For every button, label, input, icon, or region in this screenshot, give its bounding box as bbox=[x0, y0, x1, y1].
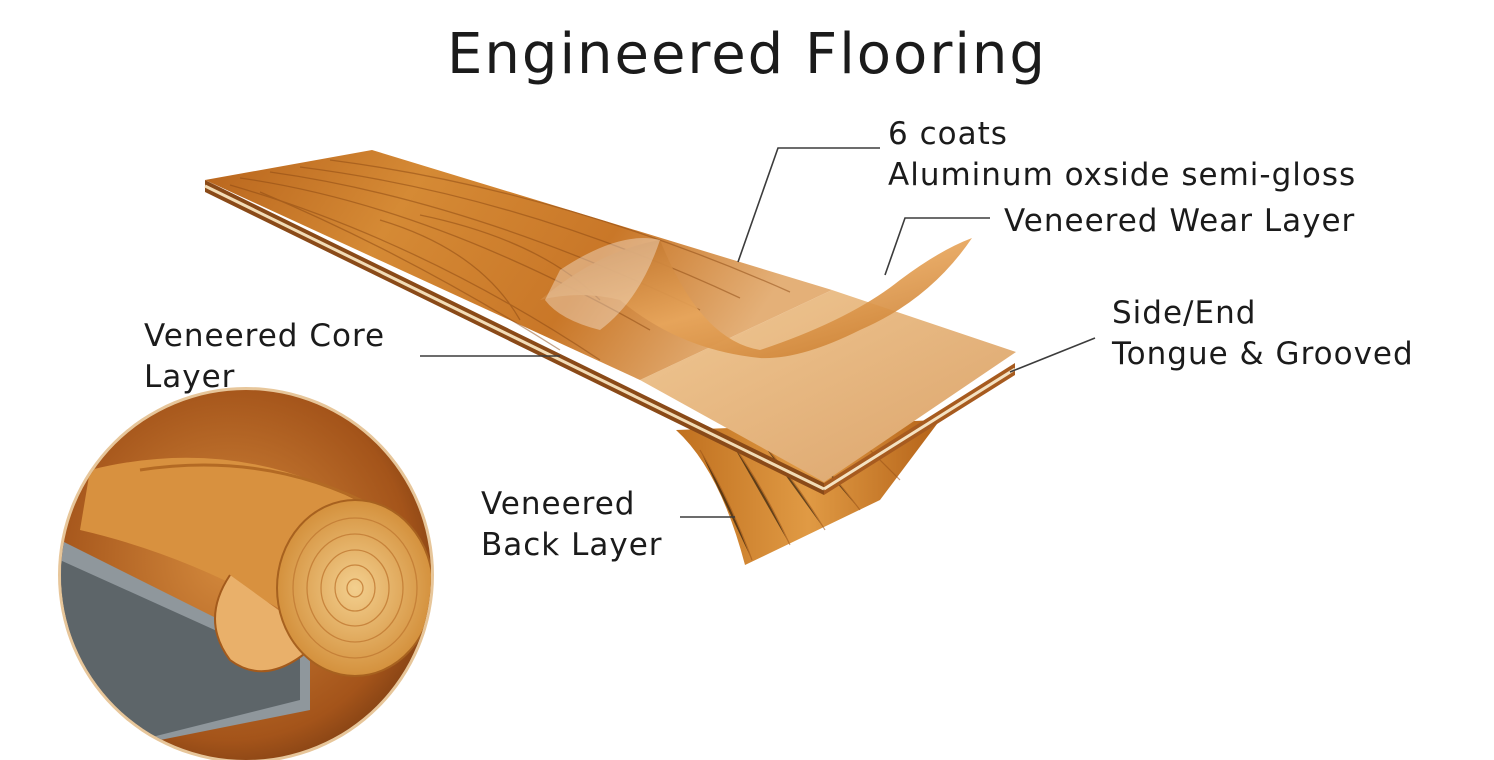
back-layer-label-line-2: Back Layer bbox=[481, 527, 663, 563]
leader-lines bbox=[420, 147, 1096, 518]
back-layer-label: Veneered Back Layer bbox=[481, 484, 663, 566]
coats-label: 6 coats Aluminum oxside semi-gloss bbox=[888, 114, 1356, 196]
coats-label-line-2: Aluminum oxside semi-gloss bbox=[888, 157, 1357, 193]
wear-layer-label-line-1: Veneered Wear Layer bbox=[1004, 203, 1356, 239]
diagram-title: Engineered Flooring bbox=[447, 22, 1047, 87]
peeling-wear-layer bbox=[540, 238, 972, 359]
back-layer-label-line-1: Veneered bbox=[481, 486, 636, 522]
core-layer-label-line-1: Veneered Core bbox=[144, 318, 386, 354]
core-layer-label-line-2: Layer bbox=[144, 359, 236, 395]
rotary-cut-inset bbox=[58, 387, 434, 760]
wear-layer-label: Veneered Wear Layer bbox=[1004, 201, 1355, 242]
tongue-groove-label-line-1: Side/End bbox=[1112, 295, 1257, 331]
core-layer-top bbox=[640, 290, 1016, 482]
coats-label-line-1: 6 coats bbox=[888, 116, 1008, 152]
core-layer-label: Veneered Core Layer bbox=[144, 316, 385, 398]
tongue-groove-label: Side/End Tongue & Grooved bbox=[1112, 293, 1414, 375]
tongue-groove-label-line-2: Tongue & Grooved bbox=[1112, 336, 1414, 372]
